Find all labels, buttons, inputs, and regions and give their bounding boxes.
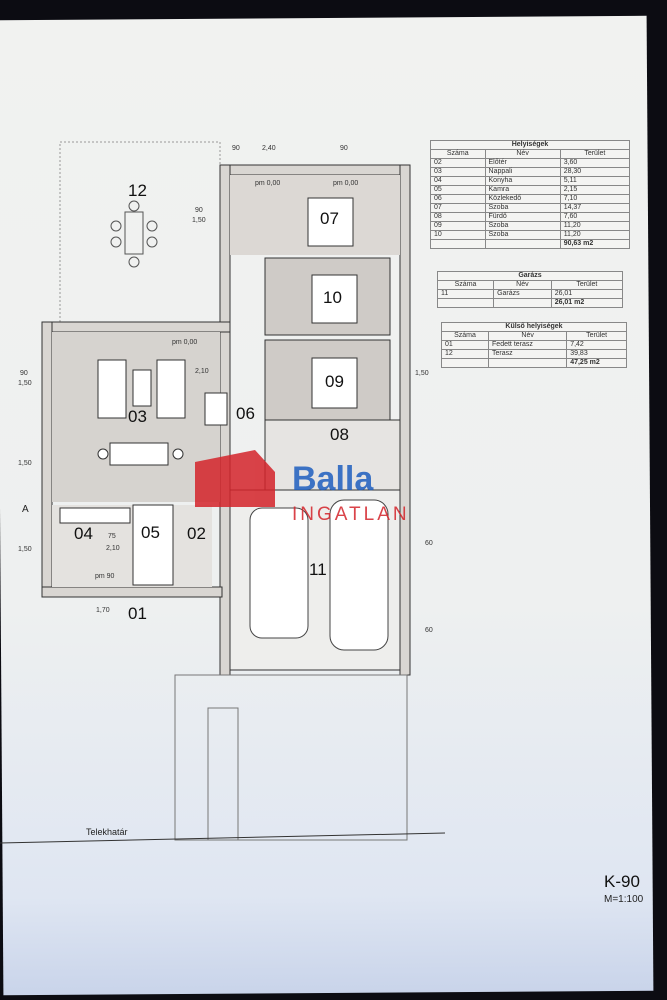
dim-label: 90 xyxy=(340,145,348,152)
balla-ingatlan-watermark: Balla INGATLAN xyxy=(195,450,410,525)
room-label-12: 12 xyxy=(128,181,147,200)
room-label-05: 05 xyxy=(141,523,160,542)
table-title: Külső helyiségek xyxy=(441,322,627,332)
bed-icons xyxy=(307,197,358,409)
col-header: Száma xyxy=(440,331,490,341)
dim-label: 2,40 xyxy=(262,145,276,152)
dim-label: 1,50 xyxy=(415,370,429,377)
plan-scale: M=1:100 xyxy=(604,894,644,905)
col-header: Terület xyxy=(550,280,624,290)
car-icons xyxy=(249,499,389,651)
terrace-12-area xyxy=(59,141,221,323)
fireplace-icon xyxy=(204,392,228,426)
room-label-01: 01 xyxy=(128,604,147,623)
dim-label: 1,50 xyxy=(18,380,32,387)
dim-label: pm 0,00 xyxy=(172,339,197,346)
pantry-05 xyxy=(132,504,174,586)
dim-label: 60 xyxy=(425,540,433,547)
plan-code: K-90 xyxy=(604,872,640,891)
col-header: Név xyxy=(493,280,552,290)
room-label-11: 11 xyxy=(309,560,327,579)
table-total: 47,25 m2 xyxy=(566,358,627,368)
col-header: Név xyxy=(488,331,568,341)
dim-label: 90 xyxy=(195,207,203,214)
room-label-08: 08 xyxy=(330,425,349,444)
dim-label: pm 90 xyxy=(95,573,115,580)
table-title: Helyiségek xyxy=(430,140,630,150)
col-header: Terület xyxy=(566,331,627,341)
col-header: Terület xyxy=(559,149,631,159)
table-total: 26,01 m2 xyxy=(550,298,624,308)
boundary-label: Telekhatár xyxy=(86,827,128,837)
watermark-brand: Balla xyxy=(292,460,374,498)
col-header: Száma xyxy=(436,280,495,290)
dim-label: 1,50 xyxy=(18,460,32,467)
kitchen-counter xyxy=(59,507,131,524)
terrace-table-icon xyxy=(110,200,158,268)
dim-label: 1,70 xyxy=(96,607,110,614)
dim-label: pm 0,00 xyxy=(255,180,280,187)
room-03-floor xyxy=(52,332,220,502)
room-label-03: 03 xyxy=(128,407,147,426)
driveway-lines xyxy=(0,674,446,844)
dim-label: 75 xyxy=(108,533,116,540)
dim-label: 90 xyxy=(232,145,240,152)
room-label-06: 06 xyxy=(236,404,255,423)
col-header: Név xyxy=(484,149,561,159)
living-furniture-icon xyxy=(97,359,186,466)
room-label-02: 02 xyxy=(187,524,206,543)
watermark-sub: INGATLAN xyxy=(292,504,410,525)
room-label-04: 04 xyxy=(74,524,93,543)
dim-label: 1,50 xyxy=(192,217,206,224)
room-label-10: 10 xyxy=(323,288,342,307)
room-08-floor xyxy=(264,419,401,491)
room-label-07: 07 xyxy=(320,209,339,228)
dim-label: pm 0,00 xyxy=(333,180,358,187)
section-marker: A xyxy=(22,504,29,515)
dim-label: 1,50 xyxy=(18,546,32,553)
dim-label: 90 xyxy=(20,370,28,377)
dim-label: 2,10 xyxy=(106,545,120,552)
table-total: 90,63 m2 xyxy=(559,239,631,249)
room-label-09: 09 xyxy=(325,372,344,391)
col-header: Száma xyxy=(430,149,486,159)
table-title: Garázs xyxy=(437,271,623,281)
dim-label: 2,10 xyxy=(195,368,209,375)
dim-label: 60 xyxy=(425,627,433,634)
